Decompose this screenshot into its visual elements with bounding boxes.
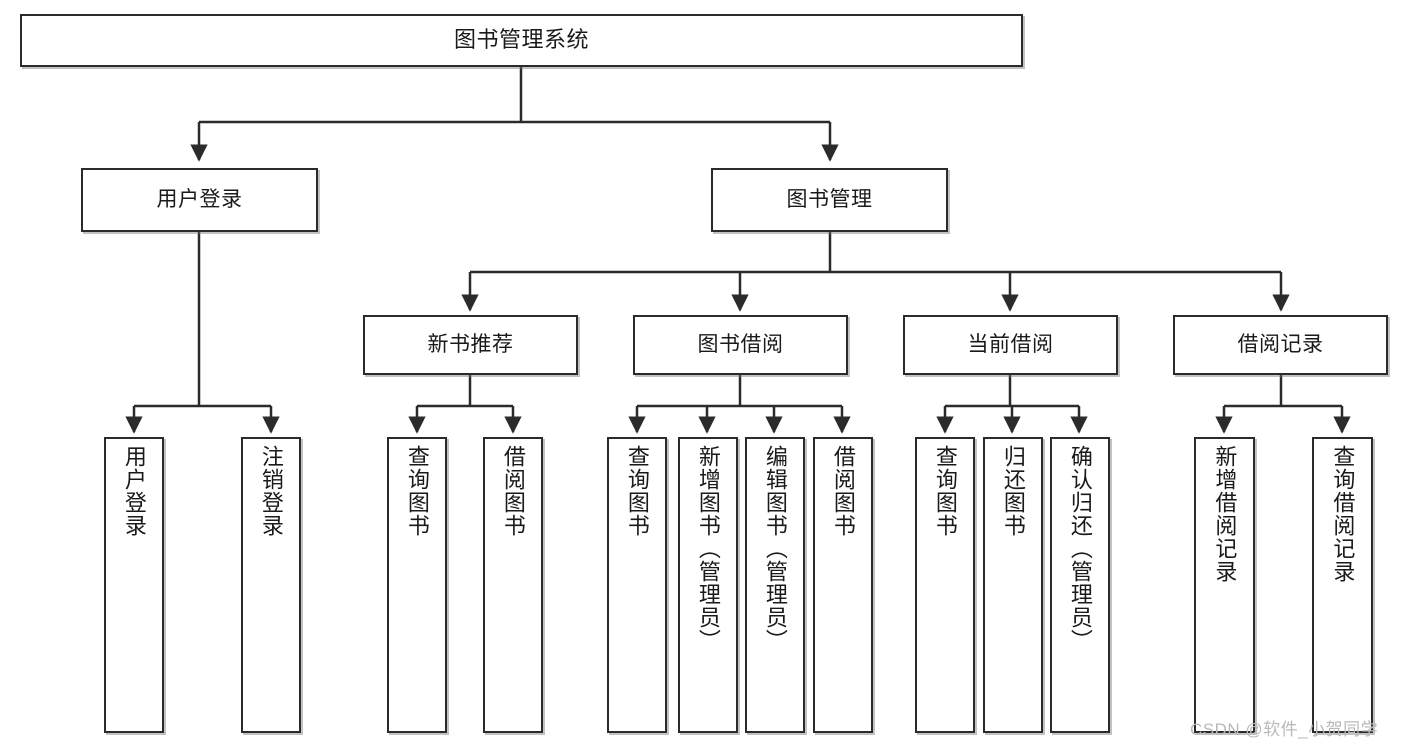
node-book-borrow-label: 图书借阅 <box>697 332 784 356</box>
leaf-current-confirm-return[interactable]: 确认归还（管理员） <box>1050 437 1110 733</box>
leaf-new-book-query-label: 查询图书 <box>404 445 430 537</box>
node-new-book-recommend-label: 新书推荐 <box>427 332 514 356</box>
leaf-user-login[interactable]: 用户登录 <box>104 437 164 733</box>
leaf-borrow-edit-book-label: 编辑图书（管理员） <box>762 445 788 652</box>
leaf-current-return-book-label: 归还图书 <box>1000 445 1026 537</box>
leaf-borrow-edit-book[interactable]: 编辑图书（管理员） <box>745 437 805 733</box>
node-current-borrow[interactable]: 当前借阅 <box>903 315 1118 375</box>
leaf-current-query-book[interactable]: 查询图书 <box>915 437 975 733</box>
node-book-borrow[interactable]: 图书借阅 <box>633 315 848 375</box>
leaf-record-query-label: 查询借阅记录 <box>1330 445 1356 583</box>
leaf-borrow-query-book-label: 查询图书 <box>624 445 650 537</box>
node-borrow-records-label: 借阅记录 <box>1237 332 1324 356</box>
leaf-user-logout-label: 注销登录 <box>258 445 284 537</box>
leaf-current-return-book[interactable]: 归还图书 <box>983 437 1043 733</box>
node-book-management-label: 图书管理 <box>786 187 873 211</box>
leaf-borrow-add-book[interactable]: 新增图书（管理员） <box>678 437 738 733</box>
node-new-book-recommend[interactable]: 新书推荐 <box>363 315 578 375</box>
leaf-borrow-add-book-label: 新增图书（管理员） <box>695 445 721 652</box>
node-current-borrow-label: 当前借阅 <box>967 332 1054 356</box>
leaf-user-logout[interactable]: 注销登录 <box>241 437 301 733</box>
leaf-new-book-query[interactable]: 查询图书 <box>387 437 447 733</box>
node-borrow-records[interactable]: 借阅记录 <box>1173 315 1388 375</box>
leaf-user-login-label: 用户登录 <box>121 445 147 537</box>
node-root-label: 图书管理系统 <box>453 27 589 53</box>
leaf-record-add-label: 新增借阅记录 <box>1212 445 1238 583</box>
node-book-management[interactable]: 图书管理 <box>711 168 948 232</box>
leaf-borrow-borrow-book-label: 借阅图书 <box>830 445 856 537</box>
leaf-new-book-borrow[interactable]: 借阅图书 <box>483 437 543 733</box>
leaf-current-confirm-return-label: 确认归还（管理员） <box>1067 445 1093 652</box>
leaf-new-book-borrow-label: 借阅图书 <box>500 445 526 537</box>
leaf-borrow-query-book[interactable]: 查询图书 <box>607 437 667 733</box>
leaf-record-add[interactable]: 新增借阅记录 <box>1194 437 1255 733</box>
leaf-borrow-borrow-book[interactable]: 借阅图书 <box>813 437 873 733</box>
node-root[interactable]: 图书管理系统 <box>20 14 1023 67</box>
leaf-record-query[interactable]: 查询借阅记录 <box>1312 437 1373 733</box>
node-user-login[interactable]: 用户登录 <box>81 168 318 232</box>
node-user-login-label: 用户登录 <box>156 187 243 211</box>
csdn-watermark: CSDN @软件_小贺同学 <box>1190 720 1379 739</box>
leaf-current-query-book-label: 查询图书 <box>932 445 958 537</box>
